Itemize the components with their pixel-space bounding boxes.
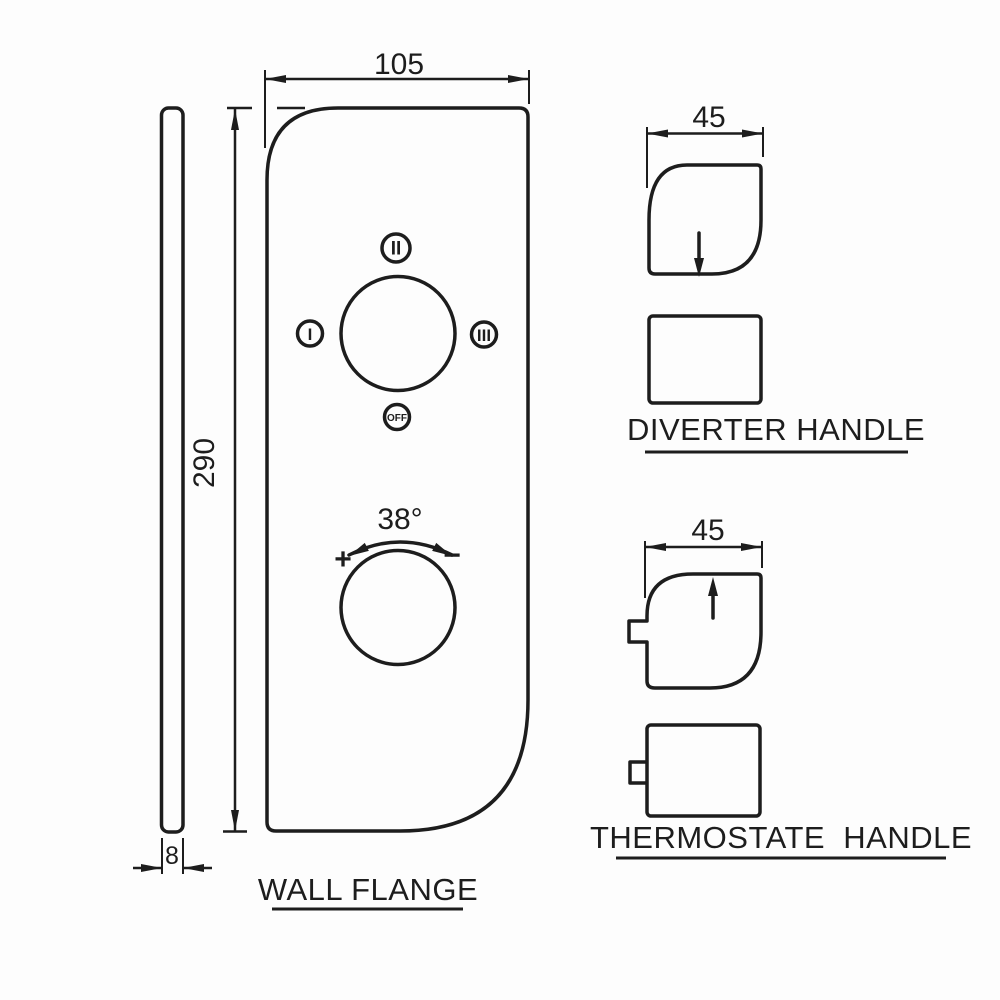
position-top-text: II (391, 239, 402, 260)
position-off-text: OFF (387, 413, 407, 424)
thermostat-hole (339, 548, 457, 667)
thermostate-handle-top-view (627, 572, 763, 690)
thermostat-dim-text: 45 (691, 514, 724, 547)
angle-dim-text: 38° (377, 503, 422, 536)
diverter-handle-label: DIVERTER HANDLE (627, 412, 925, 447)
thermostate-handle-label: THERMOSTATE HANDLE (590, 820, 972, 855)
position-right-circle (469, 320, 499, 349)
arrowhead-right-icon (742, 129, 763, 138)
wall-flange-side-view (159, 106, 185, 834)
thermostat-opening: 38° + − (334, 503, 461, 667)
arrowhead-left-icon (647, 129, 668, 138)
plus-sign: + (334, 543, 352, 576)
arrowhead-right-icon (741, 543, 762, 551)
diverter-hole (339, 274, 457, 393)
height-dimension: 290 (188, 106, 252, 833)
thickness-dim-text: 8 (165, 842, 179, 870)
position-left-circle (295, 319, 325, 348)
down-arrow-icon (694, 258, 704, 277)
arrowhead-up-icon (231, 109, 239, 130)
up-arrow-icon (708, 577, 718, 596)
position-left-text: I (308, 325, 313, 344)
arrowhead-down-icon (231, 810, 239, 831)
height-dim-text: 290 (188, 438, 221, 488)
diverter-handle-side-view (647, 314, 763, 405)
position-right-text: III (477, 326, 491, 345)
thickness-dimension: 8 (133, 838, 212, 874)
arc-arrowhead-left-icon (349, 542, 369, 556)
wall-flange-label: WALL FLANGE (258, 872, 478, 907)
wall-flange-outline (265, 106, 530, 833)
arrowhead-right-icon (141, 864, 162, 872)
width-dim-text: 105 (374, 48, 424, 81)
diverter-handle-views: 45 DIVERTER HANDLE (627, 101, 925, 454)
position-top-circle (380, 232, 412, 264)
arc-arrowhead-right-icon (432, 542, 452, 556)
position-off-circle (382, 402, 412, 432)
wall-flange-front-view: II I III OFF 38° + − (265, 106, 530, 833)
arrowhead-left-icon (265, 75, 286, 83)
minus-sign: − (443, 539, 461, 572)
width-dimension: 105 (264, 48, 530, 148)
diverter-opening: II I III OFF (295, 232, 499, 432)
wall-flange-edge-profile (159, 106, 185, 834)
thermostate-handle-side-view (645, 723, 762, 818)
arrowhead-left-icon (183, 864, 204, 872)
thermostate-handle-views: 45 THERMOSTATE HANDLE (590, 514, 972, 860)
arrowhead-left-icon (645, 543, 666, 551)
wall-flange-caption: WALL FLANGE (258, 872, 478, 911)
diverter-dim-text: 45 (692, 101, 725, 134)
diverter-handle-top-view (647, 163, 763, 276)
arrowhead-right-icon (508, 75, 529, 83)
thermostat-side-tab (628, 760, 648, 785)
